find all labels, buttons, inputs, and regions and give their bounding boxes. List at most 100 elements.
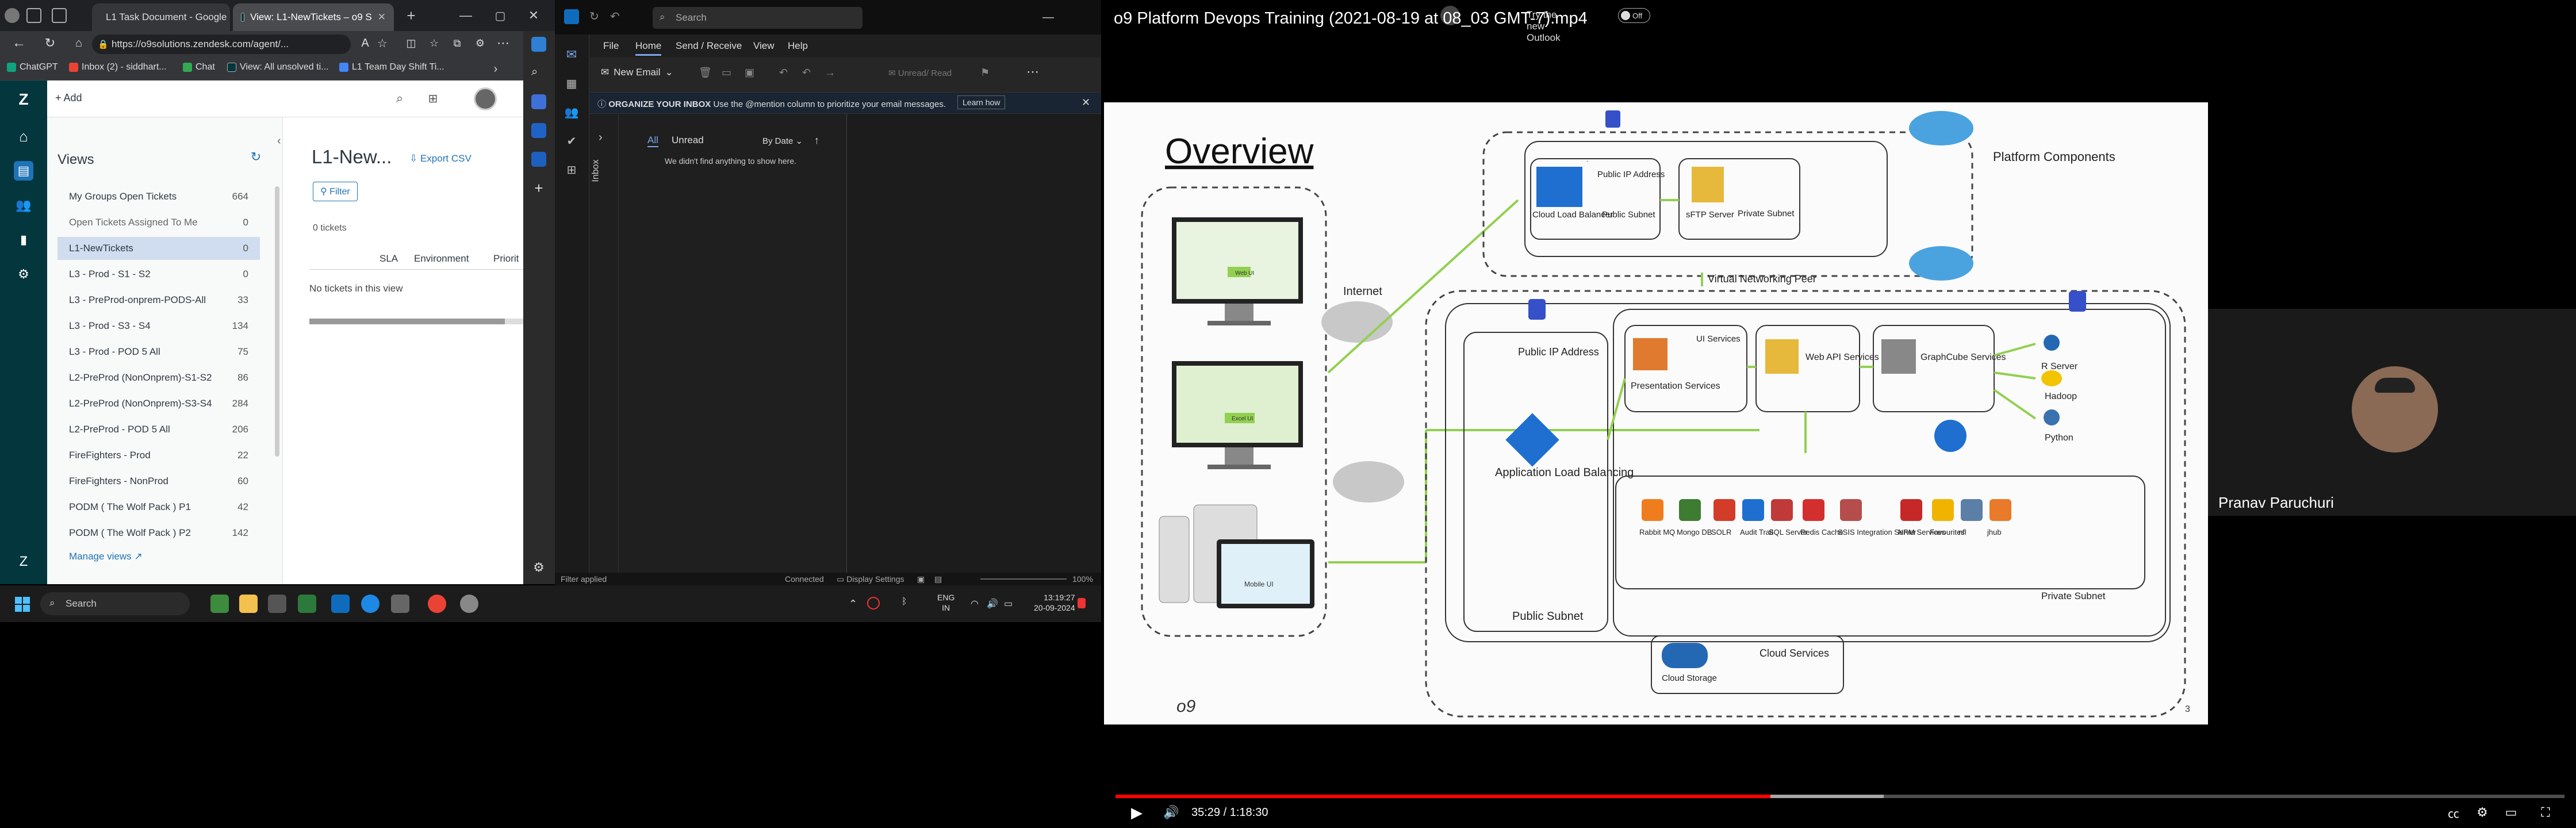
close-banner-icon[interactable]: ✕: [1082, 97, 1091, 108]
new-outlook-toggle[interactable]: Off: [1618, 8, 1650, 23]
tray-app-icon[interactable]: [867, 597, 880, 610]
fullscreen-icon[interactable]: ⛶: [2541, 805, 2550, 819]
refresh-icon[interactable]: ↻: [250, 150, 262, 164]
customers-nav-icon[interactable]: 👥: [16, 198, 32, 212]
bookmark-chatgpt[interactable]: ChatGPT: [7, 62, 58, 72]
file-explorer-icon[interactable]: [239, 595, 258, 613]
captions-icon[interactable]: ㏄: [2448, 807, 2459, 821]
collapse-panel-icon[interactable]: ‹: [277, 135, 281, 147]
tasks-icon[interactable]: ✔: [566, 135, 577, 148]
battery-icon[interactable]: ▭: [1004, 599, 1013, 609]
search-icon[interactable]: ⌕: [531, 66, 538, 78]
views-nav-icon[interactable]: ▤: [14, 161, 33, 181]
back-icon[interactable]: ←: [12, 35, 26, 51]
bookmark-l1-team[interactable]: L1 Team Day Shift Ti...: [339, 62, 444, 72]
expand-folder-icon[interactable]: ›: [599, 131, 603, 144]
manage-views-link[interactable]: Manage views ↗: [69, 551, 143, 562]
normal-view-icon[interactable]: ▣: [917, 574, 925, 584]
reload-icon[interactable]: ↻: [44, 36, 56, 50]
calendar-icon[interactable]: ▦: [566, 77, 577, 90]
volume-icon[interactable]: 🔊: [1163, 805, 1179, 819]
notification-icon[interactable]: [1078, 598, 1086, 608]
add-sidebar-icon[interactable]: +: [534, 179, 543, 197]
split-screen-icon[interactable]: ◫: [406, 37, 416, 49]
bookmark-inbox[interactable]: Inbox (2) - siddhart...: [69, 62, 167, 72]
horizontal-scrollbar[interactable]: [309, 319, 523, 324]
apps-icon[interactable]: ⊞: [566, 163, 577, 177]
profile-icon[interactable]: [5, 8, 20, 23]
forward-icon[interactable]: →: [825, 67, 835, 78]
filter-unread[interactable]: Unread: [672, 135, 704, 145]
home-nav-icon[interactable]: ⌂: [19, 127, 28, 145]
favorite-icon[interactable]: ☆: [377, 37, 388, 50]
zendesk-logo-icon[interactable]: Z: [18, 90, 29, 108]
games-icon[interactable]: [531, 152, 546, 167]
reply-all-icon[interactable]: ↶: [802, 67, 811, 78]
admin-nav-icon[interactable]: ⚙: [18, 267, 29, 281]
reading-view-icon[interactable]: ▤: [934, 574, 942, 584]
settings-icon[interactable]: ⚙: [2477, 805, 2488, 819]
language-indicator[interactable]: ENG IN: [937, 592, 954, 613]
outlook-search[interactable]: ⌕ Search: [653, 7, 862, 29]
display-settings-button[interactable]: ▭ Display Settings: [837, 574, 904, 584]
shopping-icon[interactable]: [531, 94, 546, 109]
collections-icon[interactable]: ⧉: [453, 37, 461, 49]
extensions-icon[interactable]: ⚙: [475, 37, 485, 49]
play-icon[interactable]: ▶: [1131, 803, 1143, 821]
taskbar-search[interactable]: ⌕ Search: [40, 592, 190, 615]
store-icon[interactable]: [391, 595, 409, 613]
zoom-slider[interactable]: [980, 578, 1067, 580]
new-email-button[interactable]: ✉New Email⌄: [601, 67, 673, 78]
delete-icon[interactable]: 🗑: [699, 67, 712, 78]
settings-icon[interactable]: ⚙: [533, 560, 545, 574]
reporting-nav-icon[interactable]: ▮: [20, 232, 28, 247]
mail-icon[interactable]: ✉: [566, 47, 577, 62]
move-icon[interactable]: ▣: [745, 67, 755, 78]
browser-tab-active[interactable]: View: L1-NewTickets – o9 S ✕: [233, 3, 394, 31]
close-window-icon[interactable]: ✕: [528, 8, 539, 22]
outlook-sidebar-icon[interactable]: [531, 123, 546, 138]
teams-icon[interactable]: [298, 595, 316, 613]
sort-direction-icon[interactable]: ↑: [814, 135, 819, 146]
column-priority[interactable]: Priorit: [493, 253, 519, 264]
column-sla[interactable]: SLA: [379, 253, 398, 264]
menu-home[interactable]: Home: [635, 40, 662, 56]
people-icon[interactable]: 👥: [564, 106, 579, 119]
terminal-icon[interactable]: [268, 595, 286, 613]
undo-icon[interactable]: ↶: [610, 10, 620, 23]
scrollbar[interactable]: [275, 186, 279, 457]
learn-how-button[interactable]: Learn how: [957, 95, 1006, 109]
maximize-icon[interactable]: ▢: [494, 9, 506, 22]
widgets-icon[interactable]: [210, 595, 229, 613]
home-icon[interactable]: ⌂: [75, 36, 83, 49]
browser-tab[interactable]: L1 Task Document - Google: [92, 3, 230, 31]
more-icon[interactable]: ⋯: [497, 36, 509, 50]
export-csv-link[interactable]: ⇩ Export CSV: [409, 153, 471, 164]
settings-taskbar-icon[interactable]: [460, 595, 478, 613]
search-icon[interactable]: ⌕: [396, 91, 404, 105]
bookmark-chat[interactable]: Chat: [183, 62, 215, 72]
start-icon[interactable]: [15, 597, 30, 612]
folder-label[interactable]: Inbox: [591, 159, 601, 182]
flag-icon[interactable]: ⚑: [980, 67, 990, 78]
avatar[interactable]: [474, 87, 497, 110]
volume-icon[interactable]: 🔊: [987, 599, 998, 609]
column-environment[interactable]: Environment: [414, 253, 469, 264]
apps-icon[interactable]: ⊞: [428, 92, 438, 105]
ol-minimize-icon[interactable]: —: [1042, 10, 1054, 24]
menu-send-receive[interactable]: Send / Receive: [676, 40, 742, 51]
reply-icon[interactable]: ↶: [779, 67, 788, 78]
filter-all[interactable]: All: [647, 135, 658, 147]
